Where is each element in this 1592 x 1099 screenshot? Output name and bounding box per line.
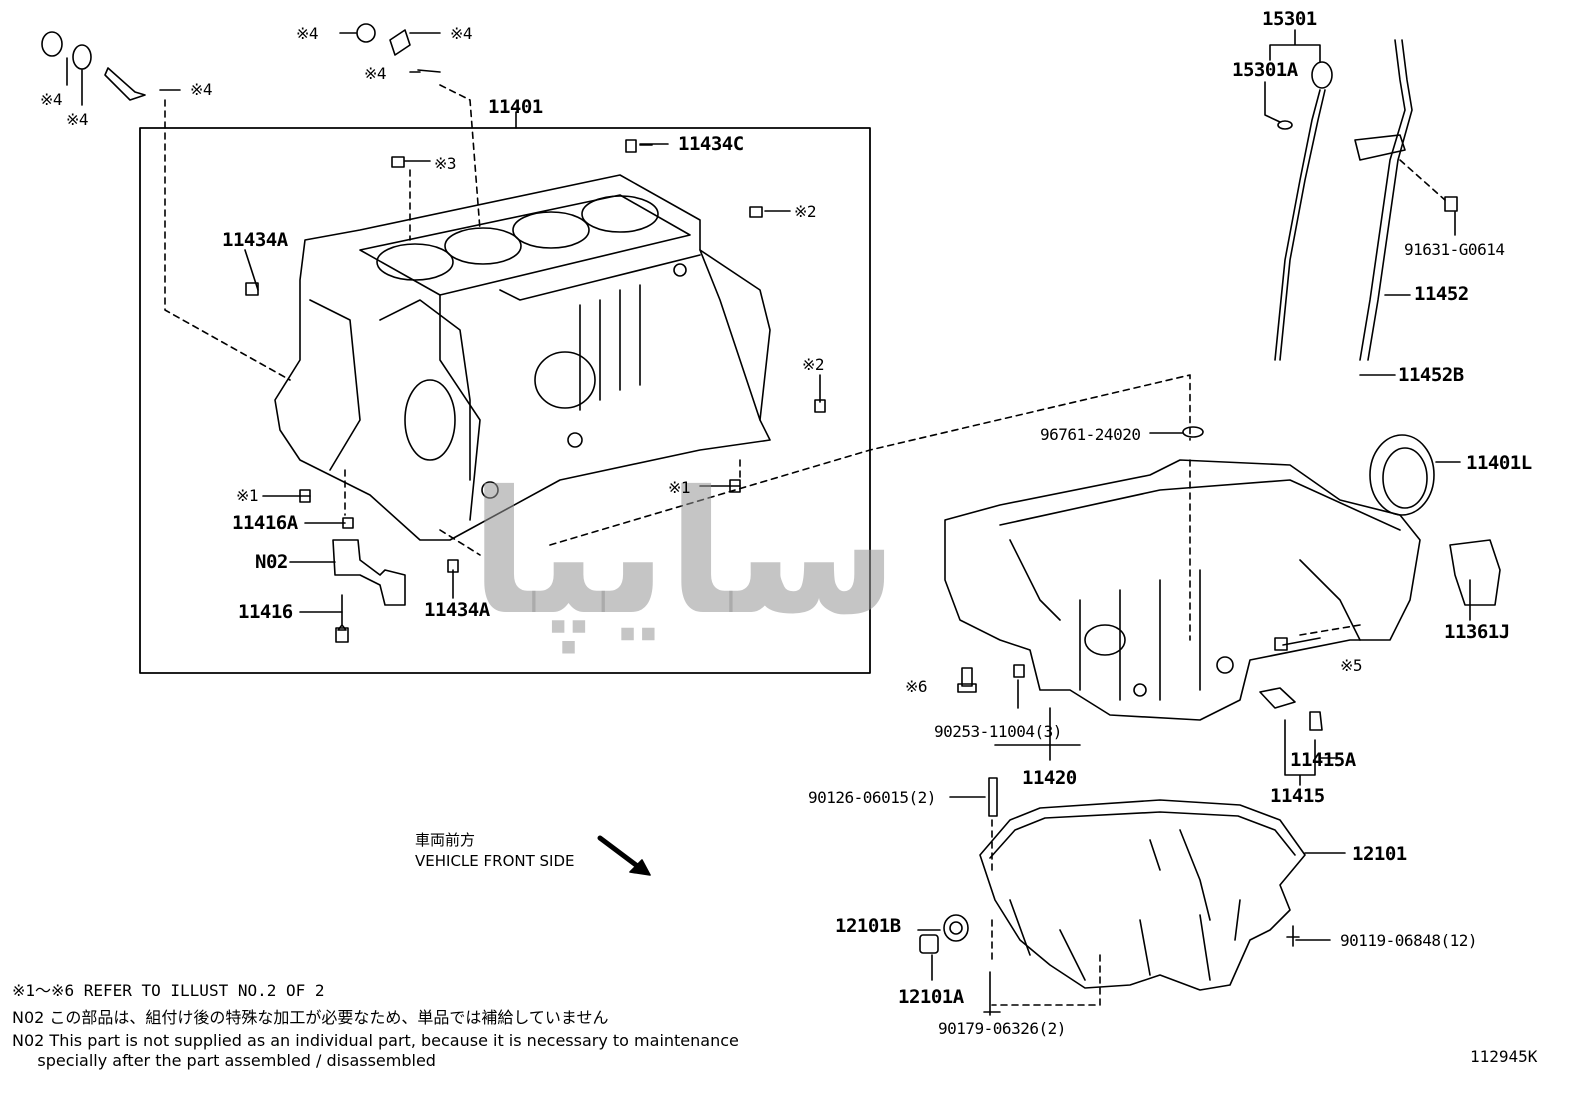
label-90126-06015: 90126-06015(2)	[808, 788, 936, 807]
ref-mark: ※4	[364, 64, 387, 83]
label-11415: 11415	[1270, 785, 1325, 807]
ref-mark: ※2	[802, 355, 825, 374]
label-11401: 11401	[488, 96, 543, 118]
ref-mark: ※4	[190, 80, 213, 99]
ref-mark: ※5	[1340, 656, 1363, 675]
cover-drawing	[1449, 539, 1501, 606]
label-11434c: 11434C	[678, 133, 744, 155]
label-12101b: 12101B	[835, 915, 901, 937]
ref-mark: ※4	[66, 110, 89, 129]
oil-pan-lower-drawing	[979, 799, 1306, 991]
label-11416a: 11416A	[232, 512, 298, 534]
watermark: ﺳﺎﯾﭙﺎ	[470, 455, 899, 653]
ref-mark: ※4	[296, 24, 319, 43]
refer-note: ※1～※6 REFER TO ILLUST NO.2 OF 2	[12, 981, 325, 1000]
label-n02: N02	[255, 551, 288, 573]
label-15301: 15301	[1262, 8, 1317, 30]
ref-mark: ※1	[236, 486, 259, 505]
label-11452b: 11452B	[1398, 364, 1464, 386]
label-11416: 11416	[238, 601, 293, 623]
label-90179-06326: 90179-06326(2)	[938, 1019, 1066, 1038]
ref-mark: ※4	[450, 24, 473, 43]
oil-pan-upper-drawing	[944, 459, 1421, 721]
rear-oil-seal	[1369, 434, 1435, 516]
label-11401l: 11401L	[1466, 452, 1532, 474]
label-15301a: 15301A	[1232, 59, 1298, 81]
label-11415a: 11415A	[1290, 749, 1356, 771]
label-96761-24020: 96761-24020	[1040, 425, 1141, 444]
label-90253-11004: 90253-11004(3)	[934, 722, 1062, 741]
cylinder-block-frame	[139, 127, 871, 674]
ref-mark: ※4	[40, 90, 63, 109]
n02-note-en-1: N02 This part is not supplied as an indi…	[12, 1031, 739, 1050]
label-91631-g0614: 91631-G0614	[1404, 240, 1505, 259]
dipstick-guide-drawing	[1354, 39, 1458, 361]
label-11452: 11452	[1414, 283, 1469, 305]
n02-note-jp: N02 この部品は、組付け後の特殊な加工が必要なため、単品では補給していません	[12, 1008, 609, 1027]
oil-dipstick-drawing	[1274, 61, 1333, 361]
ref-mark: ※3	[434, 154, 457, 173]
figure-code: 112945K	[1470, 1047, 1538, 1066]
label-11434a-bottom: 11434A	[424, 599, 490, 621]
ref-mark: ※2	[794, 202, 817, 221]
label-11420: 11420	[1022, 767, 1077, 789]
label-11361j: 11361J	[1444, 621, 1510, 643]
label-11434a-top: 11434A	[222, 229, 288, 251]
label-12101a: 12101A	[898, 986, 964, 1008]
label-12101: 12101	[1352, 843, 1407, 865]
ref-mark: ※1	[668, 478, 691, 497]
ref-mark: ※6	[905, 677, 928, 696]
bearing-cap-drawing	[332, 539, 406, 606]
vehicle-front-en: VEHICLE FRONT SIDE	[415, 852, 575, 870]
n02-note-en-2: specially after the part assembled / dis…	[12, 1051, 436, 1070]
cylinder-block-drawing	[274, 174, 771, 541]
vehicle-front-jp: 車両前方	[415, 831, 476, 849]
label-90119-06848: 90119-06848(12)	[1340, 931, 1478, 950]
